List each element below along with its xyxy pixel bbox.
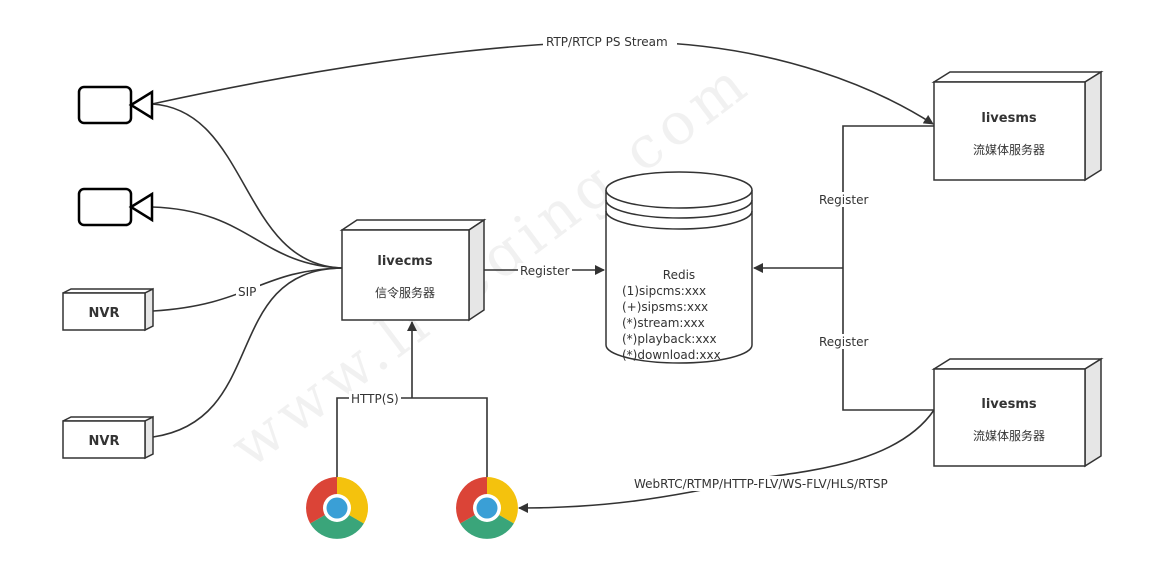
redis-key: (+)sipsms:xxx bbox=[622, 300, 708, 314]
edge-camera1-livecms bbox=[151, 103, 343, 269]
livesms-subtitle: 流媒体服务器 bbox=[973, 428, 1045, 443]
nvr-label: NVR bbox=[89, 434, 120, 449]
redis-database-icon bbox=[605, 171, 753, 364]
redis-key: (*)download:xxx bbox=[622, 348, 721, 362]
label-register-cms: Register bbox=[520, 264, 569, 278]
redis-key: (1)sipcms:xxx bbox=[622, 284, 706, 298]
camera-icon bbox=[77, 187, 154, 227]
label-webrtc: WebRTC/RTMP/HTTP-FLV/WS-FLV/HLS/RTSP bbox=[634, 477, 888, 491]
label-http: HTTP(S) bbox=[351, 392, 399, 406]
livesms-box-2 bbox=[931, 357, 1104, 468]
redis-title: Redis bbox=[663, 268, 695, 282]
edge-webrtc bbox=[518, 409, 935, 513]
edge-rtp-stream bbox=[151, 40, 934, 125]
livecms-title: livecms bbox=[377, 254, 432, 269]
chrome-icon bbox=[306, 477, 368, 539]
label-register-sms2: Register bbox=[819, 335, 868, 349]
label-sip: SIP bbox=[238, 285, 256, 299]
redis-key: (*)stream:xxx bbox=[622, 316, 705, 330]
redis-key: (*)playback:xxx bbox=[622, 332, 717, 346]
livecms-subtitle: 信令服务器 bbox=[375, 285, 435, 300]
nvr-box-1 bbox=[62, 287, 154, 332]
chrome-icon bbox=[456, 477, 518, 539]
livesms-box-1 bbox=[931, 70, 1104, 182]
nvr-label: NVR bbox=[89, 306, 120, 321]
nvr-box-2 bbox=[62, 415, 154, 460]
camera-icon bbox=[77, 85, 154, 125]
livesms-title: livesms bbox=[981, 111, 1036, 126]
livecms-box bbox=[339, 218, 487, 322]
edge-http bbox=[336, 397, 488, 478]
livesms-subtitle: 流媒体服务器 bbox=[973, 142, 1045, 157]
edge-camera2-livecms bbox=[151, 206, 343, 269]
edge-register-sms bbox=[842, 125, 934, 411]
edge-nvr2-livecms bbox=[152, 267, 343, 438]
livesms-title: livesms bbox=[981, 397, 1036, 412]
label-rtp: RTP/RTCP PS Stream bbox=[546, 35, 668, 49]
label-register-sms1: Register bbox=[819, 193, 868, 207]
